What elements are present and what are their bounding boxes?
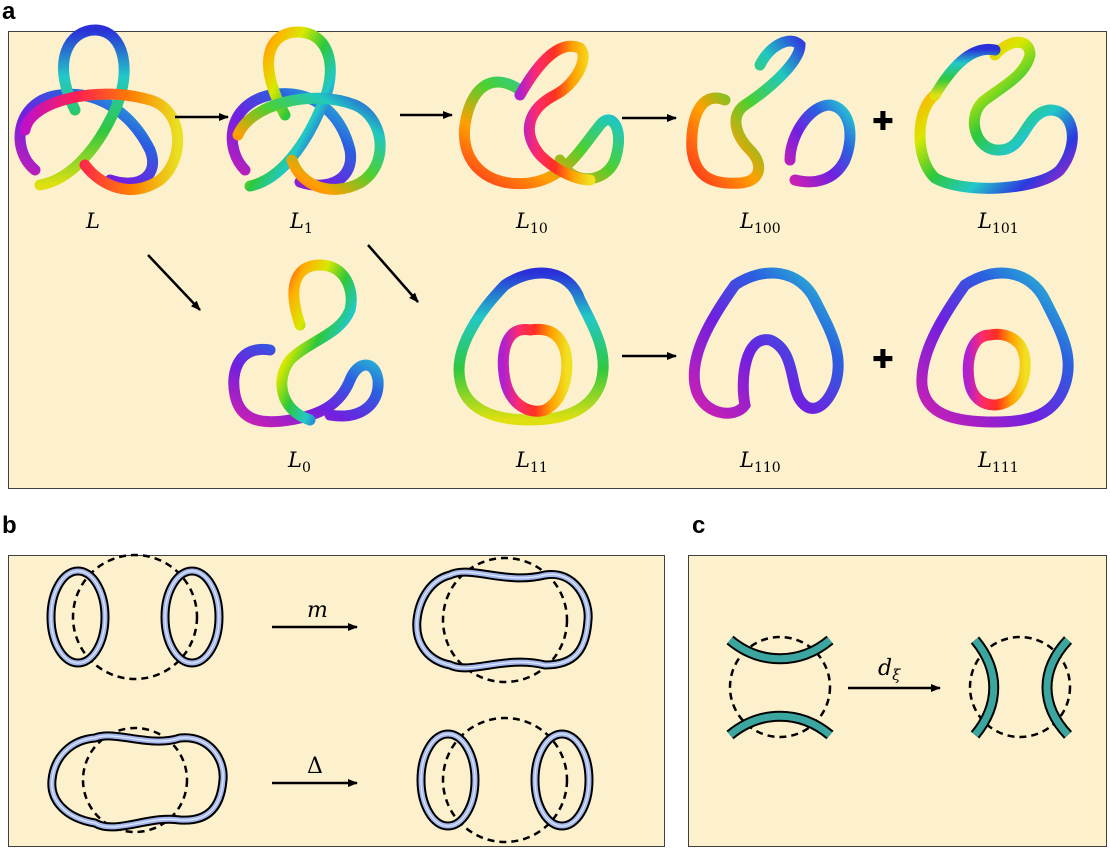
panel-b-bottom-left-merged bbox=[47, 726, 228, 834]
dashed-circle bbox=[441, 716, 569, 844]
knot-L10 bbox=[458, 40, 625, 190]
knot-label-L1: L1 bbox=[289, 209, 313, 237]
knot-labels: L L1 L10 L100 L101 L0 L11 L110 L111 bbox=[85, 209, 1019, 476]
panel-a-arrows bbox=[147, 111, 677, 360]
dashed-circle bbox=[968, 635, 1072, 739]
tube-ring-right bbox=[160, 566, 224, 668]
knot-label-L100: L100 bbox=[739, 209, 781, 237]
panel-b bbox=[8, 555, 665, 847]
panel-c-left bbox=[726, 635, 834, 740]
knot-L0 bbox=[228, 259, 384, 428]
split-label: Δ bbox=[307, 754, 323, 779]
knot-L110 bbox=[688, 267, 844, 419]
knot-L11 bbox=[453, 267, 609, 426]
knot-label-L10: L10 bbox=[515, 209, 548, 237]
arrow-L-to-L0 bbox=[147, 254, 201, 311]
dashed-circle bbox=[728, 635, 832, 739]
panel-b-bottom-right-circles bbox=[416, 716, 594, 844]
knot-L-trefoil bbox=[14, 24, 184, 195]
tube-ring-left bbox=[46, 566, 110, 668]
knot-L111 bbox=[916, 267, 1074, 428]
arrow-L1-to-L11 bbox=[367, 244, 419, 303]
merged-tube bbox=[47, 731, 228, 832]
knot-label-L11: L11 bbox=[515, 448, 548, 476]
panel-b-top-left-circles bbox=[46, 553, 224, 681]
dashed-circle bbox=[441, 556, 569, 684]
d-xi-label: dξ bbox=[878, 656, 901, 684]
panel-b-top-right-merged bbox=[412, 556, 593, 684]
panel-c-right bbox=[968, 635, 1073, 739]
panel-label-a: a bbox=[2, 0, 16, 25]
tube-ring-left bbox=[416, 729, 480, 831]
knot-L100 bbox=[686, 35, 856, 189]
knot-label-L0: L0 bbox=[287, 448, 311, 476]
merge-label: m bbox=[307, 598, 328, 623]
knot-label-L101: L101 bbox=[977, 209, 1019, 237]
plus-sign-bottom: ✚ bbox=[872, 345, 894, 375]
panel-label-c: c bbox=[692, 512, 706, 539]
panel-c bbox=[688, 555, 1107, 847]
knot-label-L: L bbox=[85, 209, 100, 233]
dashed-circle bbox=[81, 726, 189, 834]
knot-label-L111: L111 bbox=[977, 448, 1019, 476]
knot-L101 bbox=[914, 36, 1078, 194]
knot-label-L110: L110 bbox=[739, 448, 781, 476]
tube-ring-right bbox=[530, 729, 594, 831]
panel-label-b: b bbox=[2, 512, 17, 539]
knot-L1 bbox=[226, 26, 386, 195]
dashed-circle bbox=[71, 553, 199, 681]
plus-sign-top: ✚ bbox=[872, 107, 894, 137]
